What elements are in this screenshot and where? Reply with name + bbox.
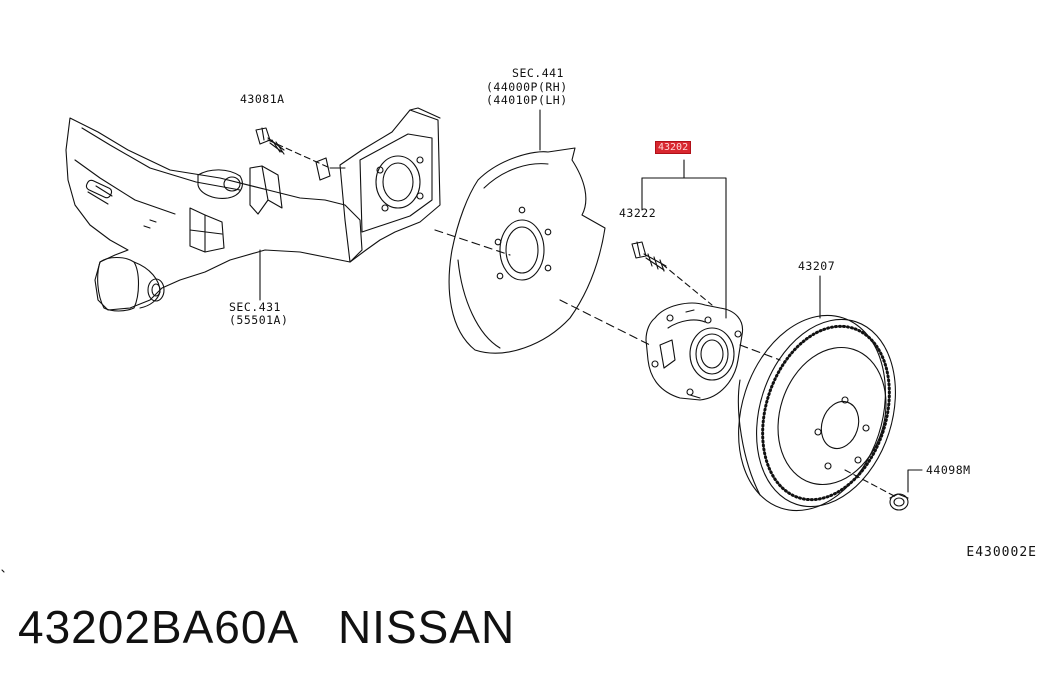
hub-bolt-drawing	[631, 241, 667, 272]
label-bolt-top: 43081A	[240, 92, 285, 106]
label-axle-part: (55501A)	[229, 313, 289, 327]
brake-rotor-drawing	[737, 314, 896, 512]
cap-drawing	[889, 493, 909, 511]
part-caption: 43202BA60A NISSAN	[18, 600, 515, 654]
label-axle-sec: SEC.431	[229, 300, 281, 314]
caption-part-number: 43202BA60A	[18, 601, 297, 653]
caption-brand: NISSAN	[337, 601, 516, 653]
label-hub-part-highlight[interactable]: 43202	[655, 141, 692, 154]
label-shield-sec: SEC.441	[512, 66, 564, 80]
edge-mark	[1, 569, 5, 573]
label-cap: 44098M	[926, 463, 971, 477]
dust-shield-drawing	[448, 147, 606, 354]
hub-assembly-drawing	[645, 302, 744, 401]
label-shield-lh: (44010P(LH)	[486, 93, 568, 107]
label-rotor: 43207	[798, 259, 836, 273]
bolt-43081a-drawing	[255, 127, 285, 155]
label-hub-bolt: 43222	[619, 206, 657, 220]
shield-bracket	[482, 81, 590, 107]
diagram-code: E430002E	[966, 545, 1037, 560]
leader-lines	[259, 109, 923, 499]
axle-beam-drawing	[65, 107, 441, 312]
label-shield-rh: (44000P(RH)	[486, 80, 568, 94]
